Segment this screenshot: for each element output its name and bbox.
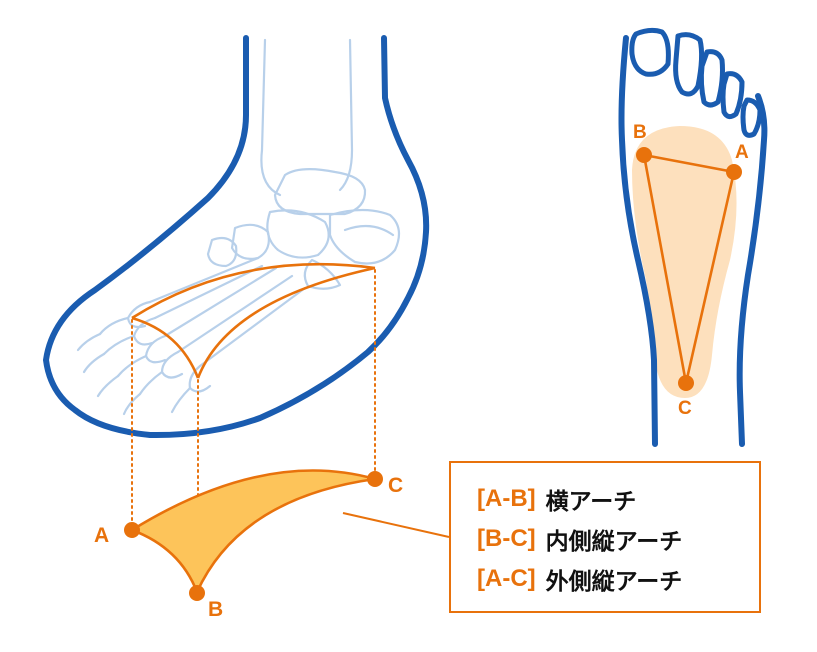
- sole-weight-region: [632, 126, 737, 398]
- arch-on-foot: [131, 262, 376, 379]
- legend-key-bc: [B-C]: [477, 525, 536, 552]
- point-c-marker: [367, 471, 383, 487]
- legend-text-bc: 内側縦アーチ: [545, 529, 683, 555]
- legend-row-bc: [B-C] 内側縦アーチ: [477, 519, 759, 559]
- side-foot-outline: [43, 35, 430, 439]
- sole-point-c-label: C: [678, 398, 692, 419]
- side-view-foot: [43, 35, 430, 593]
- sole-outline: [618, 35, 768, 447]
- third-toe-icon: [698, 49, 725, 108]
- sole-point-c-marker: [678, 375, 694, 391]
- legend-leader-line: [342, 512, 450, 538]
- foot-bones: [76, 38, 401, 416]
- arch-shape: A B C: [94, 469, 450, 621]
- toe-icons: [629, 27, 763, 138]
- legend-row-ac: [A-C] 外側縦アーチ: [477, 559, 759, 599]
- fourth-toe-icon: [720, 71, 745, 120]
- legend-text-ac: 外側縦アーチ: [545, 569, 683, 595]
- legend-text-ab: 横アーチ: [545, 489, 637, 515]
- legend-key-ab: [A-B]: [477, 485, 536, 512]
- sole-point-a-label: A: [735, 142, 749, 163]
- sole-arch-triangle: B A C: [633, 122, 749, 419]
- little-toe-icon: [740, 97, 763, 138]
- sole-view-foot: B A C: [618, 27, 768, 447]
- sole-point-b-marker: [636, 147, 652, 163]
- legend-key-ac: [A-C]: [477, 565, 536, 592]
- legend-row-ab: [A-B] 横アーチ: [477, 479, 759, 519]
- arch-surface: [130, 469, 377, 594]
- big-toe-icon: [629, 27, 671, 77]
- sole-point-a-marker: [726, 164, 742, 180]
- point-a-label: A: [94, 524, 109, 547]
- sole-point-b-label: B: [633, 122, 647, 143]
- point-c-label: C: [388, 474, 403, 497]
- second-toe-icon: [673, 32, 705, 97]
- point-b-label: B: [208, 598, 223, 621]
- point-a-marker: [124, 522, 140, 538]
- legend-box: [A-B] 横アーチ [B-C] 内側縦アーチ [A-C] 外側縦アーチ: [449, 461, 761, 613]
- point-b-marker: [189, 585, 205, 601]
